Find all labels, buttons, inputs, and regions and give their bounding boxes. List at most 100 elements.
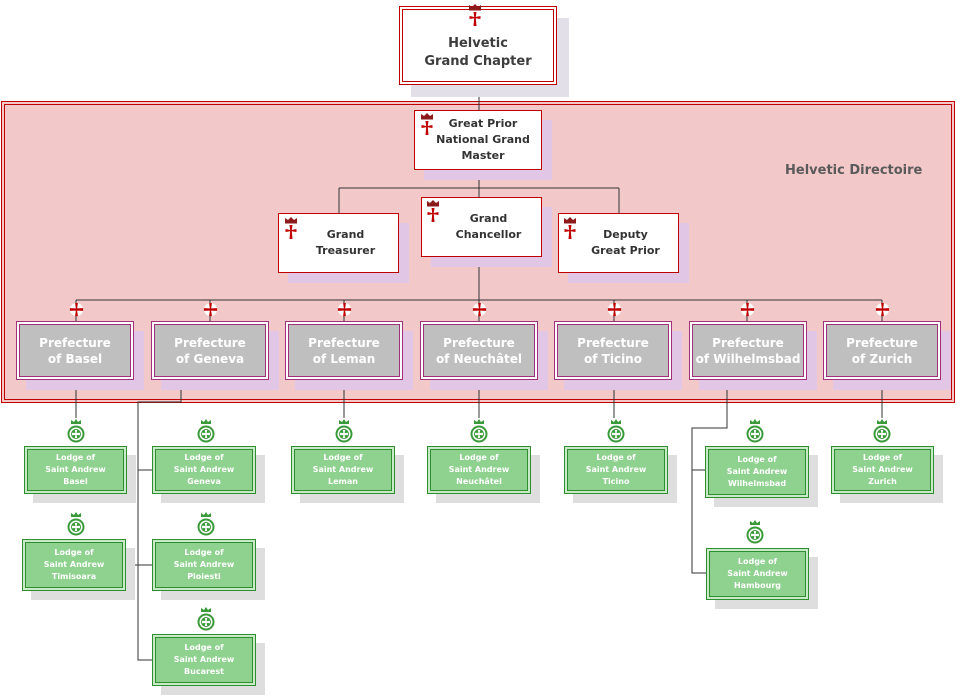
crowned-medallion-icon — [606, 418, 626, 444]
lodge-geneva-l1: Lodge of — [184, 453, 224, 462]
lodge-wilhelmsbad-l2: Saint Andrew — [726, 467, 788, 476]
connector-geneva-tree — [137, 380, 182, 661]
lodge-ticino-l3: Ticino — [602, 477, 630, 486]
prefecture-ticino-box: Prefecture of Ticino — [554, 321, 672, 380]
lodge-neuchatel-l3: Neuchâtel — [456, 477, 502, 486]
lodge-zurich-l1: Lodge of — [862, 453, 903, 462]
chapter-line1: Helvetic — [448, 35, 508, 51]
crowned-medallion-icon — [872, 418, 892, 444]
great-prior-box: Great Prior National Grand Master — [414, 110, 542, 170]
lodge-ploiesti-l1: Lodge of — [184, 548, 224, 557]
lodge-bucarest-l3: Bucarest — [184, 667, 224, 676]
prefecture-wilhelmsbad-line2: of Wilhelmsbad — [695, 351, 801, 366]
lodge-ploiesti-box: Lodge of Saint Andrew Ploiesti — [152, 539, 256, 591]
crowned-medallion-icon — [745, 519, 765, 545]
prefecture-neuchatel-box: Prefecture of Neuchâtel — [420, 321, 538, 380]
lodge-basel-l3: Basel — [63, 477, 88, 486]
deputy-great-prior-box: Deputy Great Prior — [558, 213, 679, 273]
cross-icon — [203, 302, 218, 317]
crowned-medallion-icon — [196, 418, 216, 444]
crowned-medallion-icon — [745, 418, 765, 444]
lodge-geneva-l3: Geneva — [187, 477, 221, 486]
cross-icon — [875, 302, 890, 317]
lodge-neuchatel-l2: Saint Andrew — [448, 465, 510, 474]
prefecture-neuchatel-line1: Prefecture — [443, 335, 515, 350]
prefecture-basel-line1: Prefecture — [39, 335, 111, 350]
crowned-medallion-icon — [334, 418, 354, 444]
lodge-zurich-l3: Zurich — [868, 477, 897, 486]
lodge-leman-l2: Saint Andrew — [312, 465, 374, 474]
lodge-basel-l2: Saint Andrew — [45, 465, 106, 474]
chancellor-line2: Chancellor — [455, 228, 522, 241]
treasurer-line2: Treasurer — [315, 244, 376, 257]
lodge-hambourg-l1: Lodge of — [737, 557, 778, 566]
lodge-leman-box: Lodge of Saint Andrew Leman — [291, 446, 395, 494]
crowned-medallion-icon — [66, 418, 86, 444]
lodge-bucarest-l1: Lodge of — [184, 643, 224, 652]
lodge-zurich-box: Lodge of Saint Andrew Zurich — [831, 446, 934, 494]
lodge-hambourg-l3: Hambourg — [733, 581, 782, 590]
prefecture-zurich-box: Prefecture of Zurich — [823, 321, 941, 380]
cross-icon — [69, 302, 84, 317]
lodge-hambourg-l2: Saint Andrew — [727, 569, 788, 578]
crowned-cross-icon — [560, 216, 580, 240]
grand-chancellor-box: Grand Chancellor — [421, 197, 542, 257]
lodge-timisoara-box: Lodge of Saint Andrew Timisoara — [22, 539, 126, 591]
lodge-wilhelmsbad-box: Lodge of Saint Andrew Wilhelmsbad — [705, 446, 809, 498]
prefecture-basel-line2: of Basel — [47, 351, 103, 366]
crowned-cross-icon — [417, 112, 437, 136]
lodge-wilhelmsbad-l1: Lodge of — [737, 455, 777, 464]
prefecture-geneva-line2: of Geneva — [175, 351, 245, 366]
grand-treasurer-box: Grand Treasurer — [278, 213, 399, 273]
prefecture-wilhelmsbad-box: Prefecture of Wilhelmsbad — [689, 321, 807, 380]
lodge-bucarest-box: Lodge of Saint Andrew Bucarest — [152, 634, 256, 686]
lodge-wilhelmsbad-l3: Wilhelmsbad — [727, 479, 787, 488]
crowned-cross-icon — [281, 216, 301, 240]
deputy-line1: Deputy — [603, 228, 648, 241]
lodge-timisoara-l1: Lodge of — [54, 548, 94, 557]
connector-wilhelmsbad-tree — [691, 380, 728, 574]
lodge-ticino-l1: Lodge of — [596, 453, 636, 462]
prefecture-zurich-line2: of Zurich — [851, 351, 913, 366]
lodge-ticino-box: Lodge of Saint Andrew Ticino — [564, 446, 668, 494]
prefecture-leman-box: Prefecture of Leman — [285, 321, 403, 380]
cross-icon — [607, 302, 622, 317]
lodge-neuchatel-box: Lodge of Saint Andrew Neuchâtel — [427, 446, 531, 494]
crowned-medallion-icon — [66, 511, 86, 537]
crowned-medallion-icon — [469, 418, 489, 444]
crowned-cross-icon — [423, 199, 443, 223]
lodge-geneva-l2: Saint Andrew — [173, 465, 235, 474]
cross-icon — [740, 302, 755, 317]
lodge-ploiesti-l2: Saint Andrew — [173, 560, 235, 569]
lodge-basel-l1: Lodge of — [55, 453, 96, 462]
deputy-line2: Great Prior — [591, 244, 660, 257]
crowned-medallion-icon — [196, 511, 216, 537]
lodge-neuchatel-l1: Lodge of — [459, 453, 499, 462]
prefecture-wilhelmsbad-line1: Prefecture — [712, 335, 784, 350]
lodge-basel-box: Lodge of Saint Andrew Basel — [24, 446, 127, 494]
lodge-ticino-l2: Saint Andrew — [585, 465, 647, 474]
lodge-hambourg-box: Lodge of Saint Andrew Hambourg — [706, 548, 809, 600]
cross-icon — [472, 302, 487, 317]
prefecture-leman-line2: of Leman — [312, 351, 376, 366]
lodge-bucarest-l2: Saint Andrew — [173, 655, 235, 664]
prefecture-geneva-box: Prefecture of Geneva — [151, 321, 269, 380]
prefecture-neuchatel-line2: of Neuchâtel — [435, 351, 523, 366]
chancellor-line1: Grand — [469, 212, 508, 225]
chapter-line2: Grand Chapter — [424, 53, 532, 69]
lodge-timisoara-l3: Timisoara — [51, 572, 97, 581]
prefecture-basel-box: Prefecture of Basel — [16, 321, 134, 380]
lodge-leman-l1: Lodge of — [323, 453, 363, 462]
prefecture-leman-line1: Prefecture — [308, 335, 380, 350]
lodge-zurich-l2: Saint Andrew — [852, 465, 913, 474]
crowned-cross-icon — [465, 3, 485, 27]
lodge-ploiesti-l3: Ploiesti — [187, 572, 221, 581]
crowned-medallion-icon — [196, 606, 216, 632]
great-prior-line2: National Grand Master — [436, 133, 530, 162]
lodge-geneva-box: Lodge of Saint Andrew Geneva — [152, 446, 256, 494]
prefecture-ticino-line1: Prefecture — [577, 335, 649, 350]
prefecture-zurich-line1: Prefecture — [846, 335, 918, 350]
helvetic-grand-chapter-box: Helvetic Grand Chapter — [399, 6, 557, 85]
prefecture-geneva-line1: Prefecture — [174, 335, 246, 350]
